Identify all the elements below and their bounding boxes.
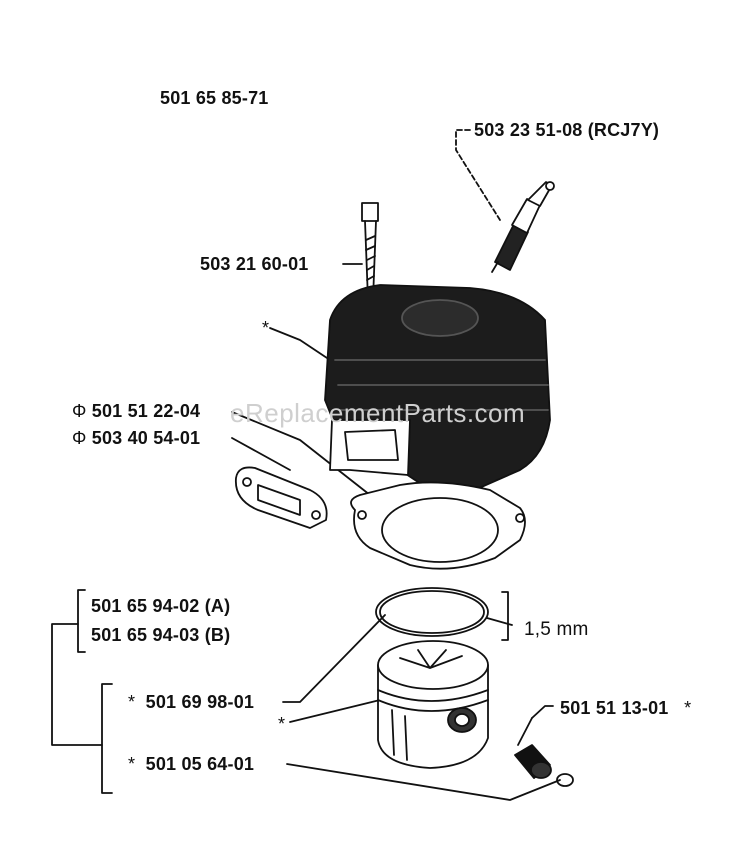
circlip-drawing [556,773,574,787]
bolt-label: 503 21 60-01 [200,254,309,274]
needle-bearing-drawing [514,744,552,779]
exhaust-gasket-drawing [235,466,328,529]
piston-asterisk: * [278,714,286,734]
spark-plug-label: 503 23 51-08 (RCJ7Y) [474,120,660,140]
gasket-1-number: 501 51 22-04 [91,401,201,421]
piston-ring-label: * 501 69 98-01 [128,692,254,712]
gasket-1-label: Φ 501 51 22-04 [72,401,200,421]
needle-bearing-label: 501 51 13-01 * [560,698,691,718]
circlip-asterisk: * [128,754,136,774]
piston-kit-a-label: 501 65 94-02 (A) [91,596,231,616]
gasket-2-number: 503 40 54-01 [91,428,201,448]
watermark: eReplacementParts.com [230,398,526,428]
needle-bearing-number: 501 51 13-01 [560,698,669,718]
leader-lines [231,129,561,801]
piston-ring-drawing [375,587,489,637]
gasket-2-label: Φ 503 40 54-01 [72,428,200,448]
cylinder-drawing [324,284,551,493]
piston-ring-number: 501 69 98-01 [145,692,255,712]
needle-bearing-asterisk: * [684,698,692,718]
kit-brackets [51,589,113,794]
piston-kit-b-label: 501 65 94-03 (B) [91,625,231,645]
piston-drawing [377,640,489,769]
circlip-number: 501 05 64-01 [145,754,255,774]
base-gasket-drawing [350,481,526,570]
spark-plug-drawing [491,181,555,273]
ring-thickness-label: 1,5 mm [524,619,589,640]
gasket-symbol-2: Φ [72,428,87,448]
piston-ring-asterisk: * [128,692,136,712]
gasket-symbol-1: Φ [72,401,87,421]
cylinder-asterisk: * [262,318,270,338]
circlip-label: * 501 05 64-01 [128,754,254,774]
assembly-number-label: 501 65 85-71 [160,88,269,108]
